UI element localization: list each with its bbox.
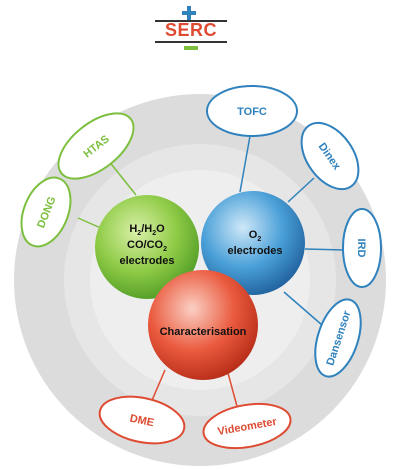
dinex-node: Dinex (300, 121, 360, 191)
h2-sphere (95, 195, 199, 299)
ird-node: IRD (342, 208, 382, 288)
dme-node: DME (98, 395, 186, 445)
htas-node: HTAS (57, 112, 135, 180)
o2-sphere-label: O2 electrodes (227, 229, 282, 257)
videometer-node: Videometer (202, 402, 292, 450)
dansensor-ellipse (314, 298, 362, 378)
videometer-connector (227, 372, 239, 411)
o2-label-line1: O2 (249, 229, 262, 243)
serc-logo-text: SERC (164, 20, 217, 40)
h2-label-line1: H2/H2O (129, 223, 165, 237)
h2-label-h: H (129, 223, 137, 235)
ird-label: IRD (355, 239, 367, 258)
htas-ellipse (57, 112, 135, 180)
blue-connectors (239, 135, 346, 326)
h2-label-co-sub: 2 (163, 246, 167, 253)
dme-label: DME (129, 413, 155, 430)
tofc-label: TOFC (237, 106, 267, 118)
logo-bottom-rule (155, 41, 227, 43)
h2-label-line2: CO/CO2 (127, 239, 167, 253)
dong-node: DONG (20, 176, 72, 248)
h2-label-end: O (156, 223, 165, 235)
dansensor-node: Dansensor (314, 298, 362, 378)
h2-label-line3: electrodes (119, 255, 174, 267)
dinex-connector (287, 177, 315, 203)
tofc-ellipse (206, 85, 298, 137)
htas-connector (107, 159, 137, 196)
logo-minus-icon (184, 46, 198, 50)
dong-ellipse (20, 176, 72, 248)
characterisation-label: Characterisation (160, 326, 247, 338)
videometer-ellipse (202, 402, 292, 450)
dansensor-connector (283, 291, 323, 326)
o2-label-sub: 2 (257, 236, 261, 243)
ird-ellipse (342, 208, 382, 288)
dinex-ellipse (300, 121, 360, 191)
o2-sphere (201, 191, 305, 295)
h2-label-mid: /H (141, 223, 152, 235)
logo-top-rule (155, 20, 227, 22)
logo-plus-icon (182, 6, 196, 20)
ird-connector (304, 248, 346, 251)
characterisation-sphere (148, 270, 258, 380)
o2-label-o: O (249, 229, 258, 241)
dme-ellipse (98, 395, 186, 445)
o2-label-line2: electrodes (227, 245, 282, 257)
tofc-node: TOFC (206, 85, 298, 137)
h2-label-sub2: 2 (152, 230, 156, 237)
h2-label-sub1: 2 (137, 230, 141, 237)
h2-sphere-label: H2/H2O CO/CO2 electrodes (119, 223, 174, 267)
tofc-connector (239, 135, 251, 193)
h2-label-co: CO/CO (127, 239, 164, 251)
